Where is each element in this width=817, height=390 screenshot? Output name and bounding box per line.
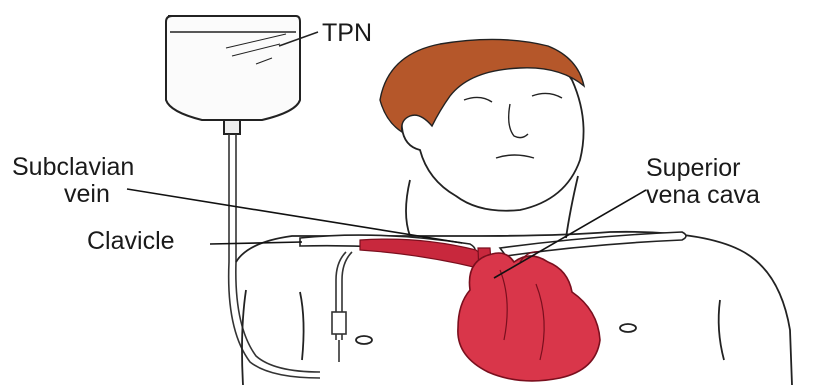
subclavian-vein-label-line1: Subclavian xyxy=(12,154,134,181)
subclavian-vein-label: Subclavian vein xyxy=(12,154,134,208)
iv-tubing xyxy=(229,134,352,378)
superior-vena-cava-label-line1: Superior xyxy=(646,155,760,182)
iv-bag xyxy=(166,16,318,134)
superior-vena-cava-label-line2: vena cava xyxy=(646,182,760,209)
heart xyxy=(458,252,600,381)
superior-vena-cava-label: Superior vena cava xyxy=(646,155,760,209)
subclavian-vein-label-line2: vein xyxy=(12,181,134,208)
tpn-label: TPN xyxy=(322,20,372,47)
head xyxy=(380,39,584,210)
clavicle-label: Clavicle xyxy=(87,228,175,255)
